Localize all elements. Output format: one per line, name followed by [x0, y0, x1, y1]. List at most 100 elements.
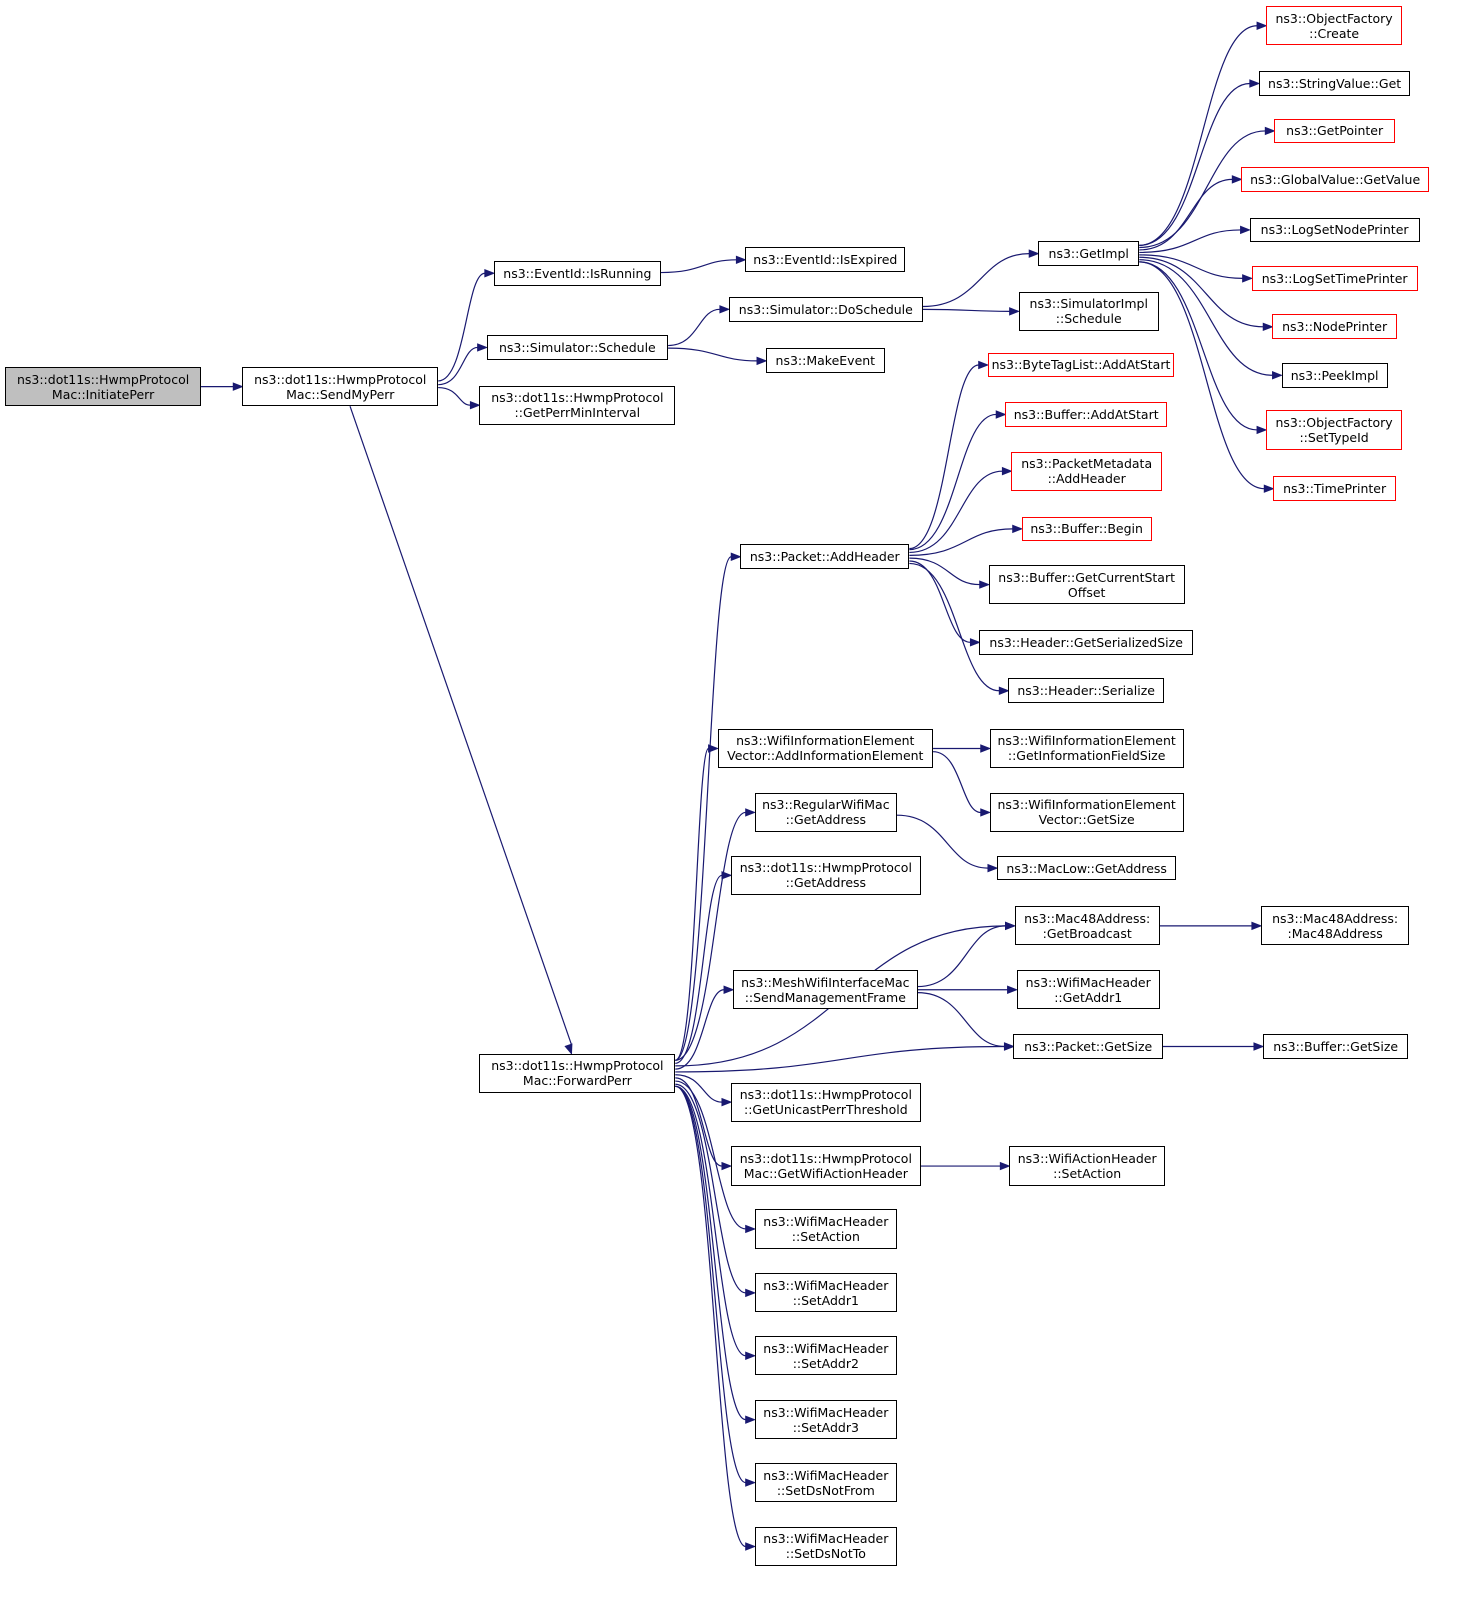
- node-label: ::Create: [1309, 25, 1360, 41]
- node-get-unicast-perr-threshold[interactable]: ns3::dot11s::HwmpProtocol::GetUnicastPer…: [730, 1082, 921, 1122]
- node-make-event[interactable]: ns3::MakeEvent: [766, 348, 885, 374]
- node-label: ns3::WifiMacHeader: [763, 1340, 889, 1356]
- edge-arrowhead: [1256, 21, 1268, 31]
- node-get-pointer[interactable]: ns3::GetPointer: [1274, 118, 1395, 144]
- node-wmh-set-addr2[interactable]: ns3::WifiMacHeader::SetAddr2: [754, 1336, 897, 1376]
- node-label: ns3::Buffer::GetCurrentStart: [998, 569, 1176, 585]
- node-regular-wifi-mac-get-address[interactable]: ns3::RegularWifiMac::GetAddress: [754, 792, 897, 832]
- node-of-set-type-id[interactable]: ns3::ObjectFactory::SetTypeId: [1266, 410, 1403, 450]
- node-sim-impl-schedule[interactable]: ns3::SimulatorImpl::Schedule: [1018, 291, 1159, 331]
- node-do-schedule[interactable]: ns3::Simulator::DoSchedule: [728, 296, 923, 322]
- edge-arrowhead: [979, 580, 991, 589]
- node-wie-get-info-field-size[interactable]: ns3::WifiInformationElement::GetInformat…: [989, 728, 1184, 769]
- node-mesh-send-mgmt-frame[interactable]: ns3::MeshWifiInterfaceMac::SendManagemen…: [733, 970, 918, 1010]
- edge-arrowhead: [735, 255, 747, 265]
- node-wmh-set-ds-not-from[interactable]: ns3::WifiMacHeader::SetDsNotFrom: [754, 1462, 897, 1503]
- edge-arrowhead: [745, 1288, 757, 1298]
- node-label: :GetBroadcast: [1042, 925, 1132, 941]
- edge-packetAddHeader-headerGetSerializedSize: [909, 560, 971, 643]
- node-label: :Mac48Address: [1287, 925, 1383, 941]
- node-buffer-begin[interactable]: ns3::Buffer::Begin: [1021, 516, 1152, 542]
- node-label: ::GetAddress: [785, 812, 867, 828]
- edge-arrowhead: [745, 1415, 757, 1424]
- node-buffer-add-at-start[interactable]: ns3::Buffer::AddAtStart: [1005, 402, 1168, 427]
- node-string-value-get[interactable]: ns3::StringValue::Get: [1258, 71, 1411, 96]
- edge-forwardPerr-packetAddHeader: [675, 556, 732, 1061]
- edge-wieVectorAdd-wieVectorGetSize: [933, 751, 981, 814]
- node-label: ::GetPerrMinInterval: [514, 405, 641, 421]
- node-mac-low-get-address[interactable]: ns3::MacLow::GetAddress: [996, 855, 1177, 881]
- edge-arrowhead: [998, 686, 1010, 696]
- node-mac48-ctor[interactable]: ns3::Mac48Address::Mac48Address: [1260, 906, 1410, 946]
- node-label: ::GetUnicastPerrThreshold: [744, 1102, 908, 1118]
- edge-arrowhead: [745, 1351, 757, 1360]
- node-schedule[interactable]: ns3::Simulator::Schedule: [486, 335, 669, 360]
- node-header-get-serialized-size[interactable]: ns3::Header::GetSerializedSize: [979, 629, 1193, 655]
- edge-forwardPerr-wmhSetAddr1: [675, 1083, 746, 1294]
- edge-getImpl-globalValueGetValue: [1139, 178, 1233, 251]
- edge-forwardPerr-wmhSetAddr3: [675, 1085, 746, 1421]
- node-label: ns3::dot11s::HwmpProtocol: [16, 371, 190, 387]
- node-mac48-get-broadcast[interactable]: ns3::Mac48Address::GetBroadcast: [1014, 906, 1160, 946]
- edge-forwardPerr-getWifiActionHeader: [675, 1077, 723, 1167]
- node-label: ns3::GetPointer: [1286, 123, 1384, 139]
- node-wmh-set-addr3[interactable]: ns3::WifiMacHeader::SetAddr3: [754, 1400, 897, 1440]
- node-hwmp-get-address[interactable]: ns3::dot11s::HwmpProtocol::GetAddress: [730, 855, 921, 895]
- node-label: ns3::WifiMacHeader: [1025, 974, 1151, 990]
- edge-arrowhead: [1005, 921, 1016, 931]
- node-byte-tag-list-add-at-start[interactable]: ns3::ByteTagList::AddAtStart: [987, 352, 1175, 378]
- node-label: ns3::Header::Serialize: [1017, 683, 1155, 699]
- node-buffer-get-size[interactable]: ns3::Buffer::GetSize: [1262, 1034, 1409, 1059]
- node-label: ns3::Simulator::Schedule: [498, 339, 656, 355]
- node-label: ns3::WifiMacHeader: [763, 1531, 889, 1547]
- edge-meshSendMgmtFrame-packetGetSize: [917, 991, 1005, 1048]
- edge-forwardPerr-getUnicastPerrThreshold: [675, 1074, 723, 1103]
- node-is-running[interactable]: ns3::EventId::IsRunning: [493, 260, 661, 286]
- node-global-value-get-value[interactable]: ns3::GlobalValue::GetValue: [1241, 167, 1429, 192]
- node-wmh-set-ds-not-to[interactable]: ns3::WifiMacHeader::SetDsNotTo: [754, 1526, 897, 1567]
- edge-arrowhead: [1253, 1042, 1265, 1051]
- node-label: ns3::dot11s::HwmpProtocol: [739, 1151, 912, 1167]
- edge-arrowhead: [756, 356, 768, 366]
- node-is-expired[interactable]: ns3::EventId::IsExpired: [745, 247, 906, 273]
- edge-sendMyPerr-getPerrMinInterval: [438, 386, 471, 406]
- node-node-printer[interactable]: ns3::NodePrinter: [1272, 314, 1397, 340]
- node-packet-metadata-add-header[interactable]: ns3::PacketMetadata::AddHeader: [1011, 451, 1162, 491]
- node-label: ns3::dot11s::HwmpProtocol: [491, 390, 664, 406]
- edge-arrowhead: [564, 1043, 573, 1055]
- node-peek-impl[interactable]: ns3::PeekImpl: [1281, 362, 1388, 388]
- edge-arrowhead: [477, 343, 489, 352]
- node-get-impl[interactable]: ns3::GetImpl: [1038, 241, 1140, 266]
- edge-arrowhead: [980, 808, 992, 817]
- node-time-printer[interactable]: ns3::TimePrinter: [1273, 476, 1396, 502]
- node-packet-get-size[interactable]: ns3::Packet::GetSize: [1013, 1034, 1163, 1059]
- edge-arrowhead: [1009, 307, 1021, 316]
- node-log-set-time-printer[interactable]: ns3::LogSetTimePrinter: [1251, 265, 1418, 291]
- node-of-create[interactable]: ns3::ObjectFactory::Create: [1266, 6, 1403, 46]
- node-label: ns3::dot11s::HwmpProtocol: [491, 1058, 664, 1074]
- edge-arrowhead: [719, 305, 731, 314]
- node-wmh-set-addr1[interactable]: ns3::WifiMacHeader::SetAddr1: [754, 1273, 897, 1313]
- node-wifi-action-header-set-action[interactable]: ns3::WifiActionHeader::SetAction: [1009, 1146, 1166, 1186]
- node-label: ns3::Packet::AddHeader: [749, 549, 900, 565]
- node-wmh-set-action[interactable]: ns3::WifiMacHeader::SetAction: [754, 1209, 897, 1249]
- edge-getImpl-getPointer: [1139, 130, 1266, 249]
- node-wifi-mac-header-get-addr1[interactable]: ns3::WifiMacHeader::GetAddr1: [1016, 970, 1160, 1010]
- node-label: ns3::WifiMacHeader: [763, 1277, 889, 1293]
- node-header-serialize[interactable]: ns3::Header::Serialize: [1008, 678, 1164, 704]
- edge-packetAddHeader-byteTagListAddAtStart: [909, 364, 979, 550]
- node-label: Mac::ForwardPerr: [522, 1073, 632, 1089]
- node-packet-add-header[interactable]: ns3::Packet::AddHeader: [740, 544, 910, 570]
- edge-arrowhead: [969, 638, 981, 647]
- edge-arrowhead: [730, 552, 742, 561]
- node-get-perr-min-interval[interactable]: ns3::dot11s::HwmpProtocol::GetPerrMinInt…: [479, 385, 676, 425]
- node-log-set-node-printer[interactable]: ns3::LogSetNodePrinter: [1249, 217, 1420, 243]
